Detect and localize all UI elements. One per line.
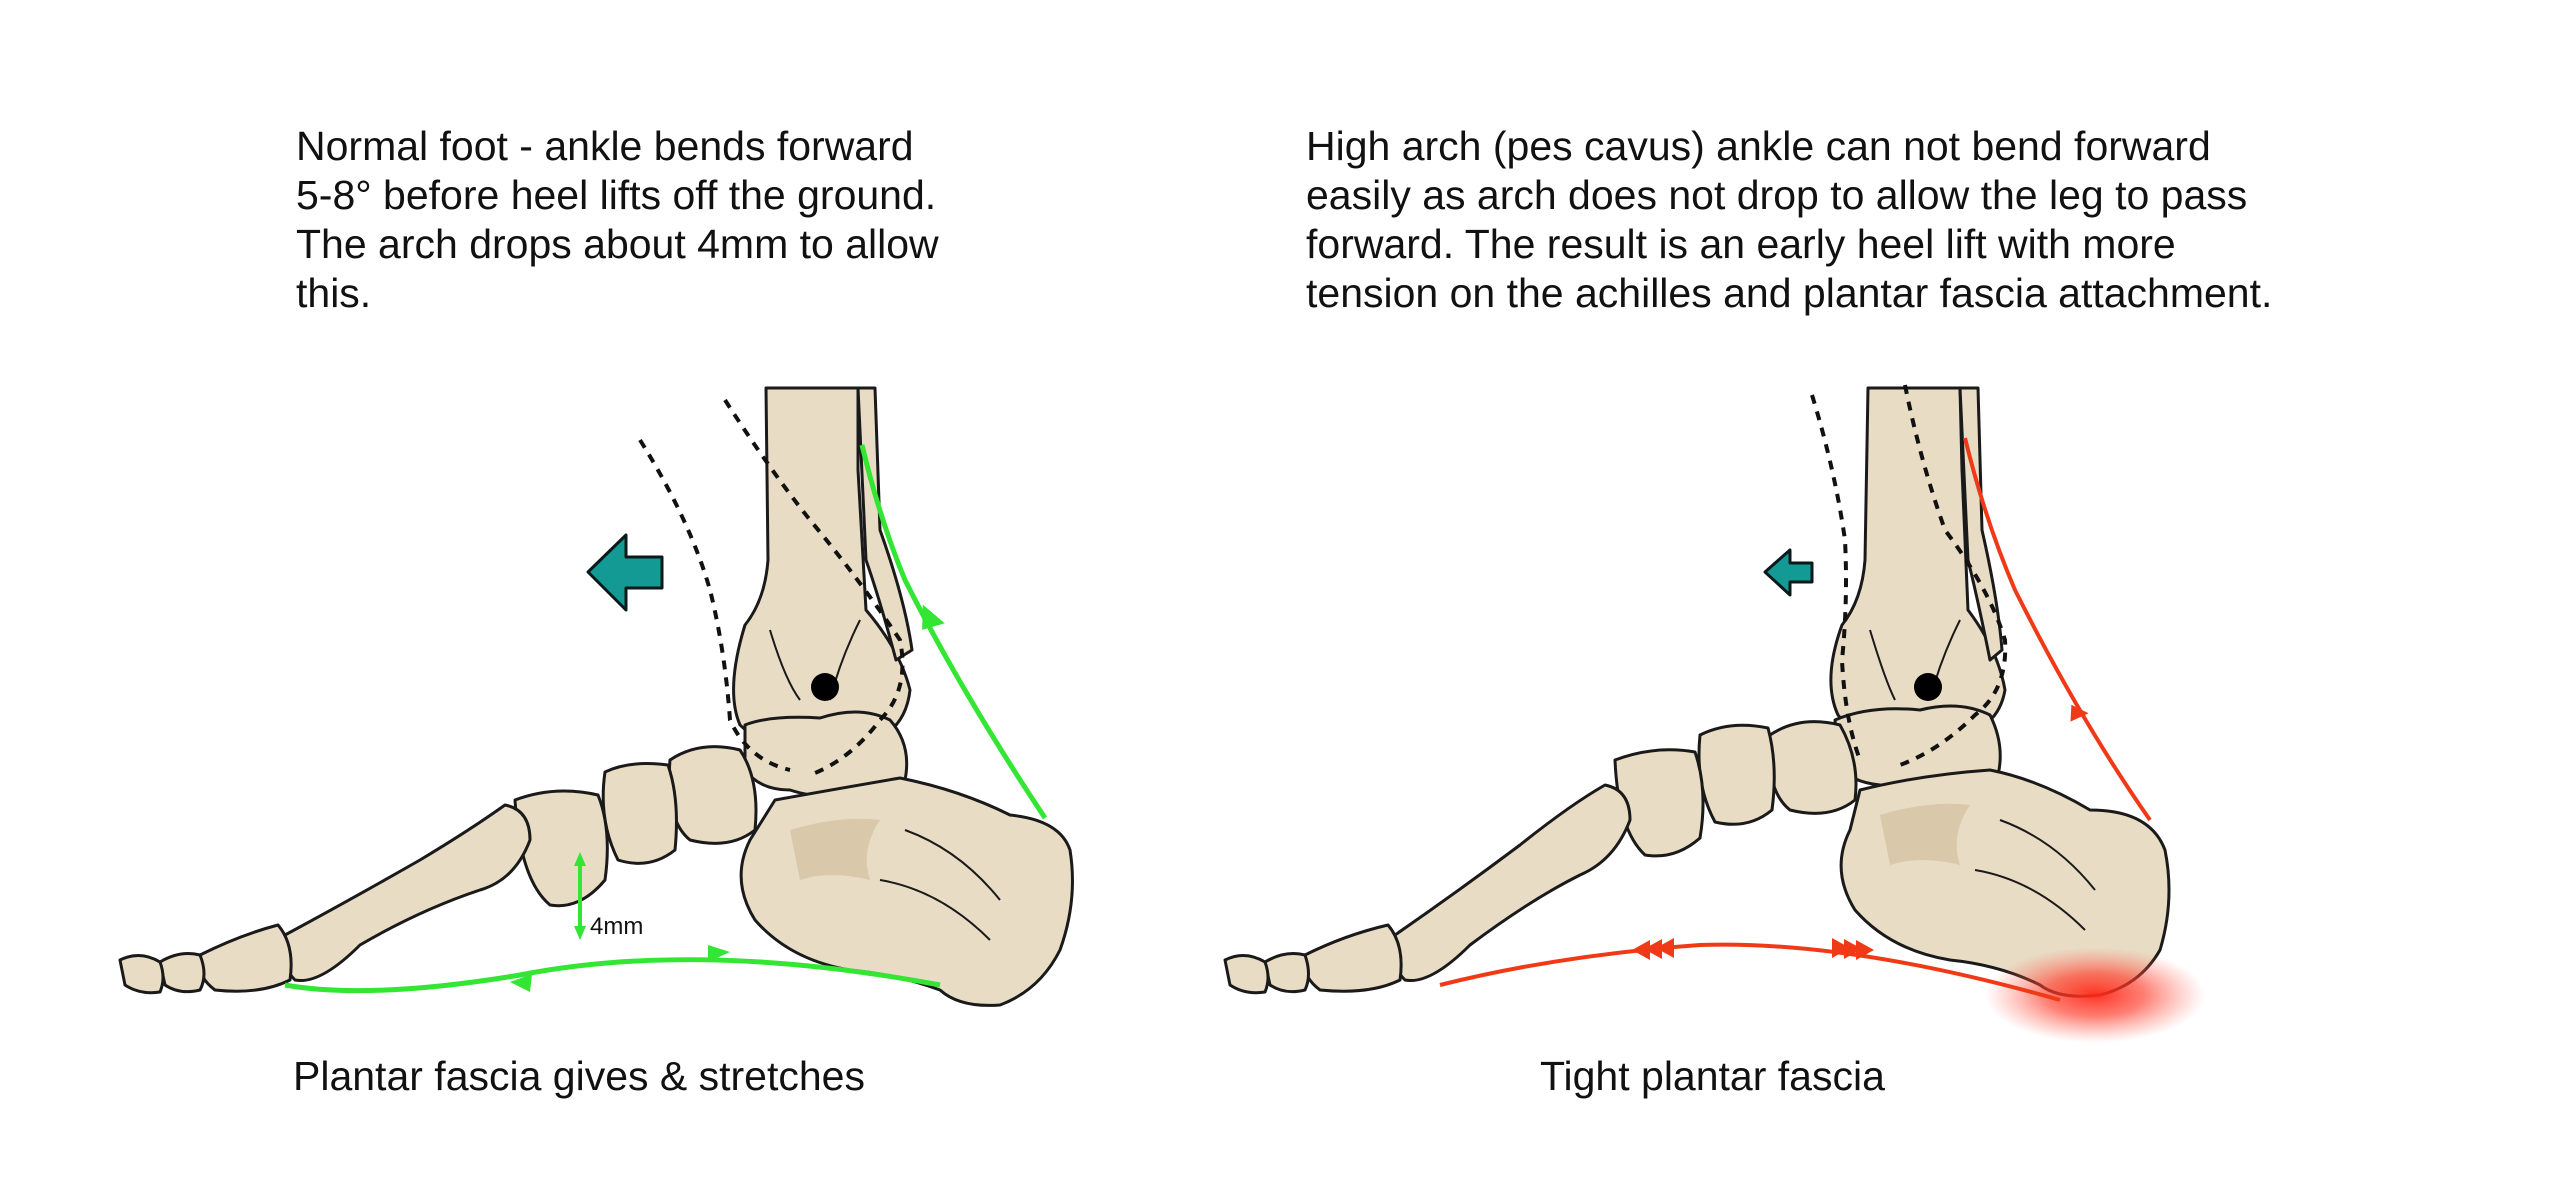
right-bottom-label: Tight plantar fascia (1540, 1053, 1885, 1099)
right-forward-arrow (1763, 548, 1814, 597)
right-metatarsal (1390, 783, 1632, 983)
left-plantar-fascia (284, 957, 941, 994)
left-navicular (667, 745, 758, 845)
arch-drop-label: 4mm (590, 913, 643, 940)
left-forward-arrow (586, 533, 664, 612)
right-phalanx-2 (1263, 952, 1310, 994)
right-caption: High arch (pes cavus) ankle can not bend… (1306, 123, 2273, 316)
left-cuneiform-2 (513, 789, 609, 908)
right-cuneiform-2 (1613, 748, 1705, 858)
heel-pain-glow (1985, 947, 2205, 1043)
right-navicular (1767, 720, 1858, 815)
right-phalanx-3 (1223, 954, 1270, 995)
right-achilles (1963, 437, 2152, 822)
left-phalanx-3 (118, 954, 165, 995)
left-caption: Normal foot - ankle bends forward 5-8° b… (296, 123, 939, 316)
normal-foot: 4mm (118, 386, 1074, 1007)
right-phalanx-1 (1302, 923, 1403, 993)
tension-arrows-right (1832, 938, 1874, 960)
right-ankle-joint-dot (1914, 673, 1942, 701)
left-bottom-label: Plantar fascia gives & stretches (293, 1053, 865, 1099)
right-cuneiform-1 (1697, 723, 1776, 826)
left-achilles (859, 444, 1048, 820)
left-metatarsal (280, 803, 532, 983)
left-fibula (856, 386, 914, 662)
right-forward-leg-outline (1810, 384, 2008, 767)
left-cuneiform-1 (601, 762, 678, 865)
left-phalanx-2 (158, 952, 206, 994)
left-phalanx-1 (197, 923, 293, 993)
high-arch-foot (1223, 384, 2205, 1043)
right-plantar-fascia (1439, 942, 2061, 1002)
left-forward-leg-outline (638, 398, 905, 777)
left-ankle-joint-dot (811, 673, 839, 701)
tension-arrows-left (1632, 938, 1674, 960)
left-calcaneus (739, 776, 1074, 1007)
